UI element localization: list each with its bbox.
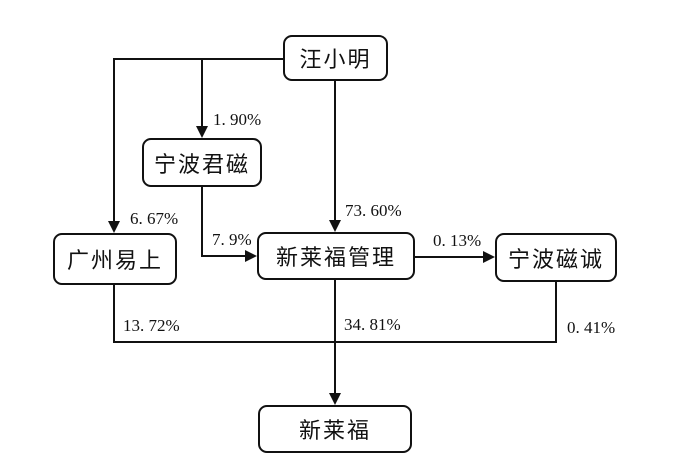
node-label: 新莱福: [298, 418, 371, 443]
edge-xinlaifu-arrowhead-icon: [329, 393, 341, 405]
edge-cicheng-xinlaifu-vertical-line: [555, 282, 557, 343]
edge-junci-guanli-arrowhead-icon: [245, 250, 257, 262]
node-wang-xiaoming: 汪小明: [283, 35, 388, 81]
edge-label-junci-guanli: 7. 9%: [211, 230, 253, 250]
edge-wang-junci-arrowhead-icon: [196, 126, 208, 138]
edge-wang-yishang-line: [113, 58, 115, 221]
edge-guanli-xinlaifu-line: [334, 280, 336, 393]
edge-wang-guanli-line: [334, 81, 336, 220]
edge-guanli-cicheng-line: [415, 256, 483, 258]
edge-wang-yishang-arrowhead-icon: [108, 221, 120, 233]
node-label: 新莱福管理: [275, 245, 396, 270]
edge-wang-left-branch-line: [114, 58, 283, 60]
node-guangzhou-yishang: 广州易上: [53, 233, 177, 285]
edge-label-wang-yishang: 6. 67%: [129, 209, 180, 229]
edge-label-yishang-xinlaifu: 13. 72%: [122, 316, 181, 336]
edge-wang-guanli-arrowhead-icon: [329, 220, 341, 232]
edge-guanli-cicheng-arrowhead-icon: [483, 251, 495, 263]
node-label: 宁波磁诚: [507, 246, 604, 272]
edge-label-cicheng-xinlaifu: 0. 41%: [566, 318, 617, 338]
edge-label-wang-junci: 1. 90%: [212, 110, 263, 130]
node-xinlaifu: 新莱福: [258, 405, 412, 453]
edge-junci-guanli-vertical-line: [201, 187, 203, 257]
node-xinlaifu-guanli: 新莱福管理: [257, 232, 415, 280]
edge-label-guanli-cicheng: 0. 13%: [432, 231, 483, 251]
node-ningbo-junci: 宁波君磁: [142, 138, 262, 187]
node-ningbo-cicheng: 宁波磁诚: [495, 233, 617, 282]
edge-label-wang-guanli: 73. 60%: [344, 201, 403, 221]
node-label: 汪小明: [299, 47, 372, 72]
node-label: 宁波君磁: [153, 151, 250, 177]
edge-label-guanli-xinlaifu: 34. 81%: [343, 315, 402, 335]
edge-junci-guanli-horizontal-line: [201, 255, 245, 257]
edge-yishang-xinlaifu-vertical-line: [113, 285, 115, 343]
node-label: 广州易上: [66, 248, 163, 273]
edge-wang-junci-line: [201, 58, 203, 126]
